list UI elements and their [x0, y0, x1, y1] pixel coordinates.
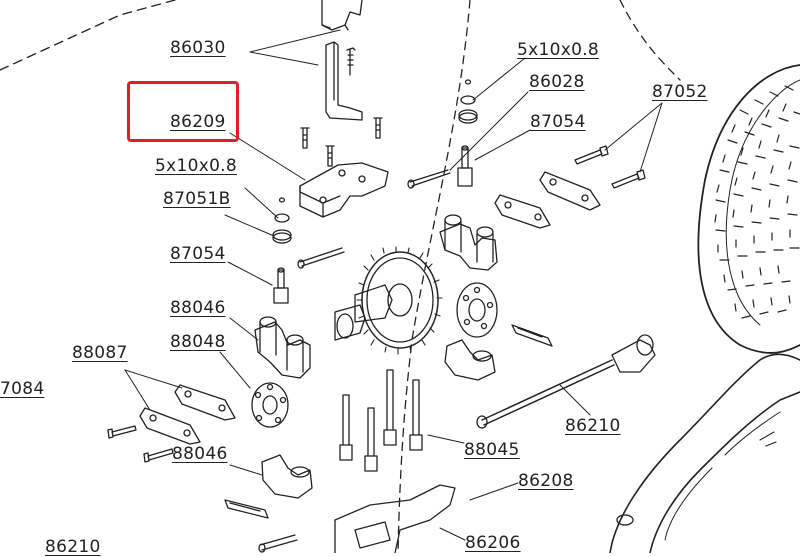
- leader-87052a: [604, 102, 663, 151]
- part-label-87051B: 87051B: [163, 189, 231, 209]
- differential-drawing: [334, 246, 443, 355]
- plate-86208: [334, 484, 456, 553]
- leader-86028: [449, 91, 529, 171]
- link-plates-88087: [107, 384, 236, 463]
- bolt-lower-left: [258, 534, 298, 553]
- highlight-box-86209: [127, 81, 239, 142]
- leader-86208: [469, 482, 519, 501]
- leader-87054b: [227, 261, 273, 286]
- part-label-5x10x0.8-left: 5x10x0.8: [155, 156, 238, 176]
- small-link-bar: [511, 324, 553, 347]
- part-label-86028: 86028: [529, 72, 585, 92]
- leader-5x10a: [472, 57, 526, 101]
- driveshaft-86210: [476, 334, 656, 429]
- part-label-88046-upper: 88046: [170, 298, 226, 318]
- post-87054-top: [457, 145, 473, 187]
- dashed-outline-center: [397, 0, 471, 553]
- leader-88048: [219, 351, 251, 389]
- leader-5x10b: [244, 187, 279, 219]
- leader-88087a: [124, 369, 151, 411]
- gear-plate-right: [456, 282, 498, 338]
- part-label-86210-left: 86210: [45, 537, 101, 557]
- plate-86209-drawing: [299, 117, 389, 218]
- mount-88046-left: [254, 316, 311, 379]
- part-label-86208: 86208: [518, 471, 574, 491]
- screws-87052: [574, 145, 646, 189]
- mount-88046-lower: [261, 454, 313, 499]
- u-mount-center: [444, 339, 496, 381]
- part-label-86030: 86030: [170, 38, 226, 58]
- pin-86028: [407, 169, 451, 189]
- part-label-86210-right: 86210: [565, 416, 621, 436]
- bracket-86030-drawing: [321, 0, 363, 121]
- part-label-87052: 87052: [652, 82, 708, 102]
- leader-87051B: [224, 214, 275, 237]
- leader-87054a: [474, 129, 531, 161]
- leader-88087b: [124, 369, 183, 389]
- leader-86030a: [249, 51, 319, 66]
- leader-88046a: [229, 317, 259, 341]
- leader-86209: [229, 132, 306, 181]
- tire-drawing: [697, 64, 800, 354]
- part-label-86209: 86209: [170, 112, 226, 132]
- leader-88045: [427, 434, 465, 444]
- part-label-88087: 88087: [72, 343, 128, 363]
- part-label-87054-left: 87054: [170, 244, 226, 264]
- part-label-86206: 86206: [465, 533, 521, 553]
- leader-88046b: [229, 464, 263, 476]
- mount-88046-right: [439, 214, 498, 271]
- suspension-arm-drawing: [609, 353, 800, 553]
- leader-86206: [439, 527, 466, 541]
- part-label-88048: 88048: [170, 332, 226, 352]
- shim-bearing-right: [458, 79, 478, 124]
- link-plate-right: [539, 171, 601, 211]
- shim-bearing-left: [272, 197, 292, 244]
- post-87054-left: [273, 267, 289, 304]
- part-label-88046-lower: 88046: [172, 444, 228, 464]
- part-label-5x10x0.8-top: 5x10x0.8: [517, 40, 600, 60]
- pin-left: [297, 247, 345, 269]
- long-screws-88045: [339, 369, 423, 472]
- part-label-88045: 88045: [464, 440, 520, 460]
- leader-86210a: [559, 384, 591, 416]
- leader-87052b: [639, 102, 663, 173]
- part-label-7084: 7084: [0, 379, 45, 399]
- small-bar-lower: [224, 499, 269, 519]
- link-plate-mid: [494, 194, 551, 229]
- dashed-outline-left: [0, 0, 176, 71]
- dashed-outline-right: [619, 0, 681, 81]
- part-label-87054-top: 87054: [530, 112, 586, 132]
- leader-86030b: [249, 29, 341, 53]
- gear-plate-88048: [251, 382, 289, 428]
